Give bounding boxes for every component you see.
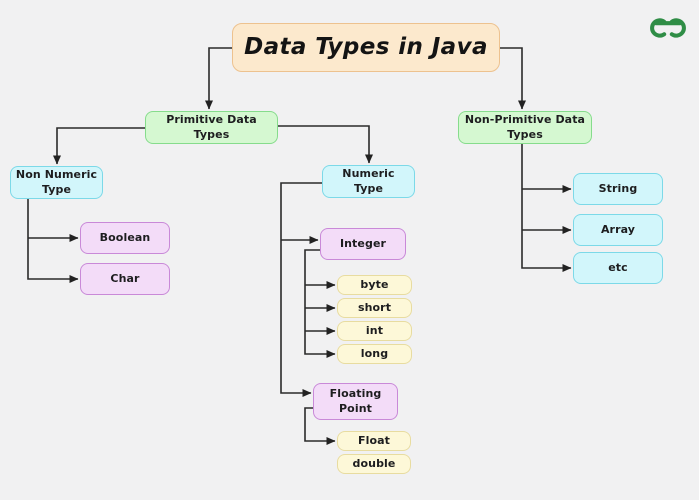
node-string: String <box>573 173 663 205</box>
node-label: Char <box>110 271 140 285</box>
node-non-primitive-data-types: Non-Primitive Data Types <box>458 111 592 144</box>
connector-numeric-to-floating-point <box>280 182 322 397</box>
node-label: Non Numeric Type <box>15 168 98 196</box>
node-primitive-data-types: Primitive Data Types <box>145 111 278 144</box>
connector-integer-to-long <box>304 249 336 358</box>
node-label: Array <box>600 222 636 236</box>
node-char: Char <box>80 263 170 295</box>
node-etc: etc <box>573 252 663 284</box>
node-boolean: Boolean <box>80 222 170 254</box>
node-double: double <box>337 454 411 474</box>
node-non-numeric-type: Non Numeric Type <box>10 166 103 199</box>
node-int: int <box>337 321 412 341</box>
node-label: byte <box>360 277 389 291</box>
geeksforgeeks-logo-icon <box>646 14 690 45</box>
node-label: Integer <box>339 236 387 250</box>
connector-primitive-to-numeric <box>278 125 373 164</box>
node-byte: byte <box>337 275 412 295</box>
node-label: short <box>357 300 392 314</box>
connector-non-numeric-to-char <box>27 199 79 283</box>
node-floating-point: Floating Point <box>313 383 398 420</box>
node-label: Numeric Type <box>342 167 395 195</box>
connector-floating-point-to-float <box>304 407 336 445</box>
node-label: Float <box>357 433 391 447</box>
diagram-title: Data Types in Java <box>232 23 500 72</box>
connector-primitive-to-non-numeric <box>53 127 145 165</box>
node-label: double <box>352 456 396 470</box>
node-label: String <box>598 181 638 195</box>
node-long: long <box>337 344 412 364</box>
node-label: Floating Point <box>329 387 382 415</box>
node-label: int <box>365 323 384 337</box>
node-float: Float <box>337 431 411 451</box>
connector-non-primitive-to-etc <box>521 144 572 272</box>
node-label: Primitive Data Types <box>166 113 257 141</box>
node-array: Array <box>573 214 663 246</box>
node-label: Non-Primitive Data Types <box>464 113 586 141</box>
connector-title-to-non-primitive <box>500 47 526 110</box>
node-label: Boolean <box>99 230 151 244</box>
node-short: short <box>337 298 412 318</box>
diagram-title-label: Data Types in Java <box>244 33 488 60</box>
node-label: etc <box>608 260 628 274</box>
connector-title-to-primitive <box>205 47 232 110</box>
node-numeric-type: Numeric Type <box>322 165 415 198</box>
node-label: long <box>360 346 389 360</box>
node-integer: Integer <box>320 228 406 260</box>
